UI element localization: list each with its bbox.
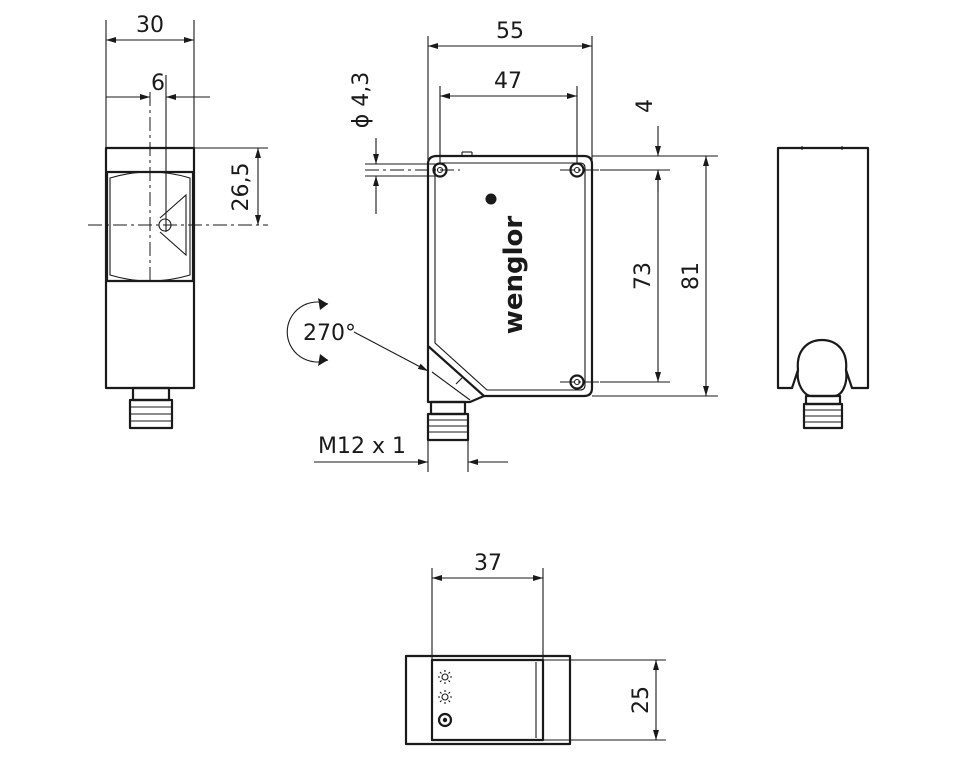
dim-label-73: 73 <box>631 262 656 290</box>
rotation-label: 270° <box>303 321 356 346</box>
dim-height-26-5: 26,5 <box>194 147 268 225</box>
side-body-outline <box>426 154 594 398</box>
bottom-panel-outline <box>430 658 545 742</box>
indicator-led-1-icon <box>438 670 452 684</box>
dim-hole-spacing-73: 73 <box>600 170 670 383</box>
adjust-button-icon <box>437 712 453 728</box>
rear-connector-housing <box>796 369 848 398</box>
dim-label-connector: M12 x 1 <box>318 434 406 459</box>
front-view: 30 6 26,5 <box>88 13 268 430</box>
dim-offset-6: 6 <box>106 71 210 232</box>
dim-height-25: 25 <box>543 659 666 741</box>
dim-label-30: 30 <box>136 13 164 38</box>
dim-hole-spacing-47: 47 <box>439 69 578 163</box>
side-view: wenglor 55 47 <box>286 19 718 472</box>
dim-width-30: 30 <box>105 13 195 148</box>
dim-hole-diameter: ϕ 4,3 <box>349 72 440 214</box>
dim-label-26-5: 26,5 <box>229 163 254 212</box>
dim-label-81: 81 <box>679 262 704 290</box>
dim-label-hole-diameter: ϕ 4,3 <box>349 72 374 129</box>
front-connector <box>128 386 174 430</box>
bottom-view: 37 25 <box>404 551 666 746</box>
dim-label-25: 25 <box>629 686 654 714</box>
dim-label-37: 37 <box>474 551 502 576</box>
brand-logo-dot-icon <box>485 193 497 205</box>
rear-body-outline <box>776 146 870 390</box>
dim-label-47: 47 <box>494 69 522 94</box>
dim-label-6: 6 <box>151 71 165 96</box>
side-connector <box>426 346 485 442</box>
indicator-led-2-icon <box>438 690 452 704</box>
rotation-leader-line <box>353 331 429 372</box>
rotation-indicator: 270° <box>286 298 429 372</box>
dim-width-37: 37 <box>431 551 544 660</box>
rotation-arc-icon <box>286 301 329 363</box>
dim-height-81: 81 <box>592 155 718 397</box>
front-lens-sight-mark <box>159 193 187 257</box>
dim-label-55: 55 <box>496 19 524 44</box>
dim-label-4: 4 <box>633 99 658 113</box>
dim-connector-thread: M12 x 1 <box>314 434 508 472</box>
brand-logo-text: wenglor <box>499 216 529 335</box>
brand-logo: wenglor <box>485 193 529 335</box>
dim-width-55: 55 <box>427 19 593 160</box>
bottom-body-outline <box>404 654 572 746</box>
rear-connector <box>802 394 844 430</box>
rear-view <box>776 146 870 430</box>
front-lens-window <box>109 171 191 282</box>
